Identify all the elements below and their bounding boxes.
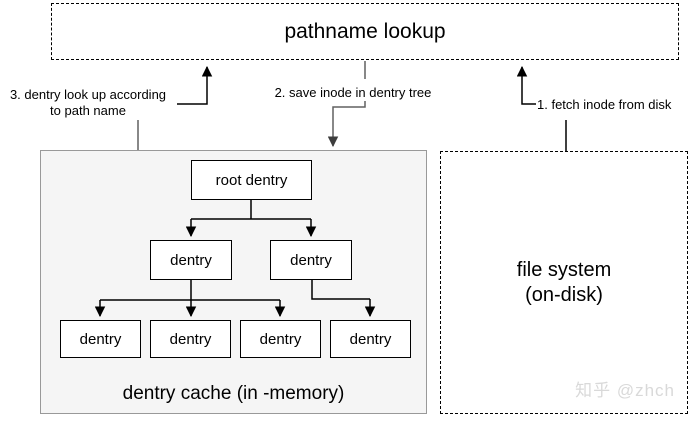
file-system-label: file system (on-disk) <box>517 258 611 308</box>
step3-label-line2: to path name <box>50 103 126 118</box>
dentry-node-level2-right: dentry <box>270 240 352 280</box>
pathname-lookup-box: pathname lookup <box>51 3 679 60</box>
dentry-node-level3-4: dentry <box>330 320 411 358</box>
step3-label-line1: 3. dentry look up according <box>9 87 167 102</box>
file-system-label-line2: (on-disk) <box>525 283 603 306</box>
dentry-cache-caption: dentry cache (in -memory) <box>122 383 345 404</box>
watermark: 知乎 @zhch <box>575 381 675 400</box>
connector-step3-up-arrow <box>177 65 213 105</box>
step1-label: 1. fetch inode from disk <box>537 97 672 112</box>
step3-label: 3. dentry look up according to path name <box>0 87 176 119</box>
dentry-node-level3-3: dentry <box>240 320 321 358</box>
root-dentry-node: root dentry <box>191 160 312 200</box>
connector-step1-up-arrow <box>516 65 536 105</box>
pathname-lookup-label: pathname lookup <box>284 19 446 43</box>
dentry-node-level3-1: dentry <box>60 320 141 358</box>
connector-step2-down-arrow <box>327 101 366 148</box>
file-system-box: file system (on-disk) 知乎 @zhch <box>440 151 688 414</box>
dentry-node-level2-left: dentry <box>150 240 232 280</box>
dentry-node-level3-2: dentry <box>150 320 231 358</box>
file-system-label-line1: file system <box>516 258 612 281</box>
step2-label: 2. save inode in dentry tree <box>274 85 432 100</box>
